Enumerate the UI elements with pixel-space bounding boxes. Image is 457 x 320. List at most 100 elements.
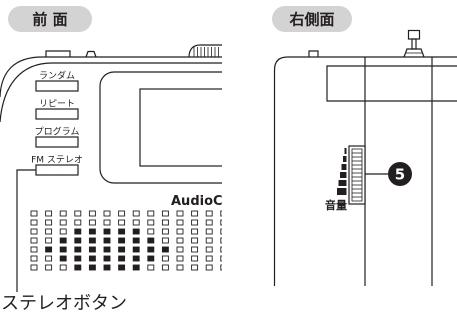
speaker-hole <box>103 264 111 271</box>
speaker-hole <box>74 228 82 235</box>
speaker-hole <box>161 246 169 253</box>
repeat-button-label: リピート <box>39 99 75 110</box>
speaker-hole <box>176 237 184 244</box>
speaker-hole <box>30 246 38 253</box>
speaker-hole <box>191 210 199 217</box>
display-screen <box>139 88 222 167</box>
speaker-hole <box>176 210 184 217</box>
speaker-hole <box>59 246 67 253</box>
speaker-hole <box>220 264 222 271</box>
speaker-hole <box>205 246 213 253</box>
speaker-hole <box>191 237 199 244</box>
speaker-hole <box>132 228 140 235</box>
speaker-hole <box>103 219 111 226</box>
speaker-grille <box>30 210 222 271</box>
speaker-hole <box>88 228 96 235</box>
tuning-dial <box>188 44 222 58</box>
speaker-hole <box>205 237 213 244</box>
speaker-hole <box>176 228 184 235</box>
speaker-hole <box>88 237 96 244</box>
speaker-hole <box>132 237 140 244</box>
speaker-hole <box>176 219 184 226</box>
speaker-hole <box>191 246 199 253</box>
program-button-label: プログラム <box>35 126 80 138</box>
volume-level-bar <box>337 188 347 195</box>
speaker-hole <box>147 210 155 217</box>
repeat-button <box>35 108 79 120</box>
volume-wheel-face <box>351 148 363 202</box>
fm-stereo-button <box>35 164 79 176</box>
speaker-hole <box>161 255 169 262</box>
speaker-hole <box>45 264 53 271</box>
volume-level-indicator <box>337 148 347 195</box>
speaker-hole <box>88 246 96 253</box>
speaker-hole <box>59 210 67 217</box>
speaker-hole <box>176 264 184 271</box>
speaker-hole <box>118 210 126 217</box>
side-top-button <box>308 50 319 57</box>
speaker-hole <box>74 219 82 226</box>
speaker-hole <box>103 237 111 244</box>
speaker-hole <box>205 219 213 226</box>
speaker-hole <box>132 219 140 226</box>
speaker-hole <box>132 210 140 217</box>
speaker-hole <box>30 210 38 217</box>
speaker-hole <box>45 210 53 217</box>
speaker-hole <box>220 237 222 244</box>
random-button-label: ランダム <box>39 70 75 82</box>
front-view-title: 前 面 <box>32 11 67 29</box>
speaker-hole <box>191 228 199 235</box>
speaker-hole <box>74 210 82 217</box>
speaker-hole <box>161 219 169 226</box>
speaker-hole <box>45 255 53 262</box>
random-button <box>35 80 79 92</box>
speaker-hole <box>176 255 184 262</box>
speaker-hole <box>74 237 82 244</box>
speaker-hole <box>118 237 126 244</box>
speaker-hole <box>45 246 53 253</box>
radio-body-outline <box>0 56 222 98</box>
volume-callout-badge <box>388 162 412 186</box>
speaker-hole <box>59 219 67 226</box>
speaker-hole <box>161 264 169 271</box>
display-housing <box>99 71 222 184</box>
side-view-title-badge <box>272 6 352 32</box>
speaker-hole <box>161 237 169 244</box>
speaker-hole <box>220 210 222 217</box>
speaker-hole <box>176 246 184 253</box>
side-view-title: 右側面 <box>289 11 334 29</box>
volume-level-bar <box>341 164 347 170</box>
speaker-hole <box>205 255 213 262</box>
speaker-hole <box>205 210 213 217</box>
speaker-hole <box>205 228 213 235</box>
volume-level-bar <box>338 180 347 186</box>
tuning-dial-edge <box>188 44 222 58</box>
antenna <box>403 29 425 58</box>
speaker-hole <box>45 228 53 235</box>
speaker-hole <box>103 246 111 253</box>
carry-handle <box>326 65 457 102</box>
speaker-hole <box>88 219 96 226</box>
speaker-hole <box>30 228 38 235</box>
speaker-hole <box>191 264 199 271</box>
speaker-hole <box>161 210 169 217</box>
speaker-hole <box>88 255 96 262</box>
speaker-hole <box>220 255 222 262</box>
stereo-button-callout-label: ステレオボタン <box>1 293 127 314</box>
front-panel-bezel <box>0 62 222 123</box>
front-view-title-badge <box>8 6 92 32</box>
speaker-hole <box>147 264 155 271</box>
speaker-hole <box>147 246 155 253</box>
speaker-hole <box>118 219 126 226</box>
speaker-hole <box>147 237 155 244</box>
speaker-hole <box>147 255 155 262</box>
speaker-hole <box>59 264 67 271</box>
speaker-hole <box>59 255 67 262</box>
speaker-hole <box>132 255 140 262</box>
speaker-hole <box>88 264 96 271</box>
speaker-hole <box>220 228 222 235</box>
speaker-hole <box>59 237 67 244</box>
speaker-hole <box>118 228 126 235</box>
speaker-hole <box>74 264 82 271</box>
volume-level-bar <box>343 156 347 162</box>
